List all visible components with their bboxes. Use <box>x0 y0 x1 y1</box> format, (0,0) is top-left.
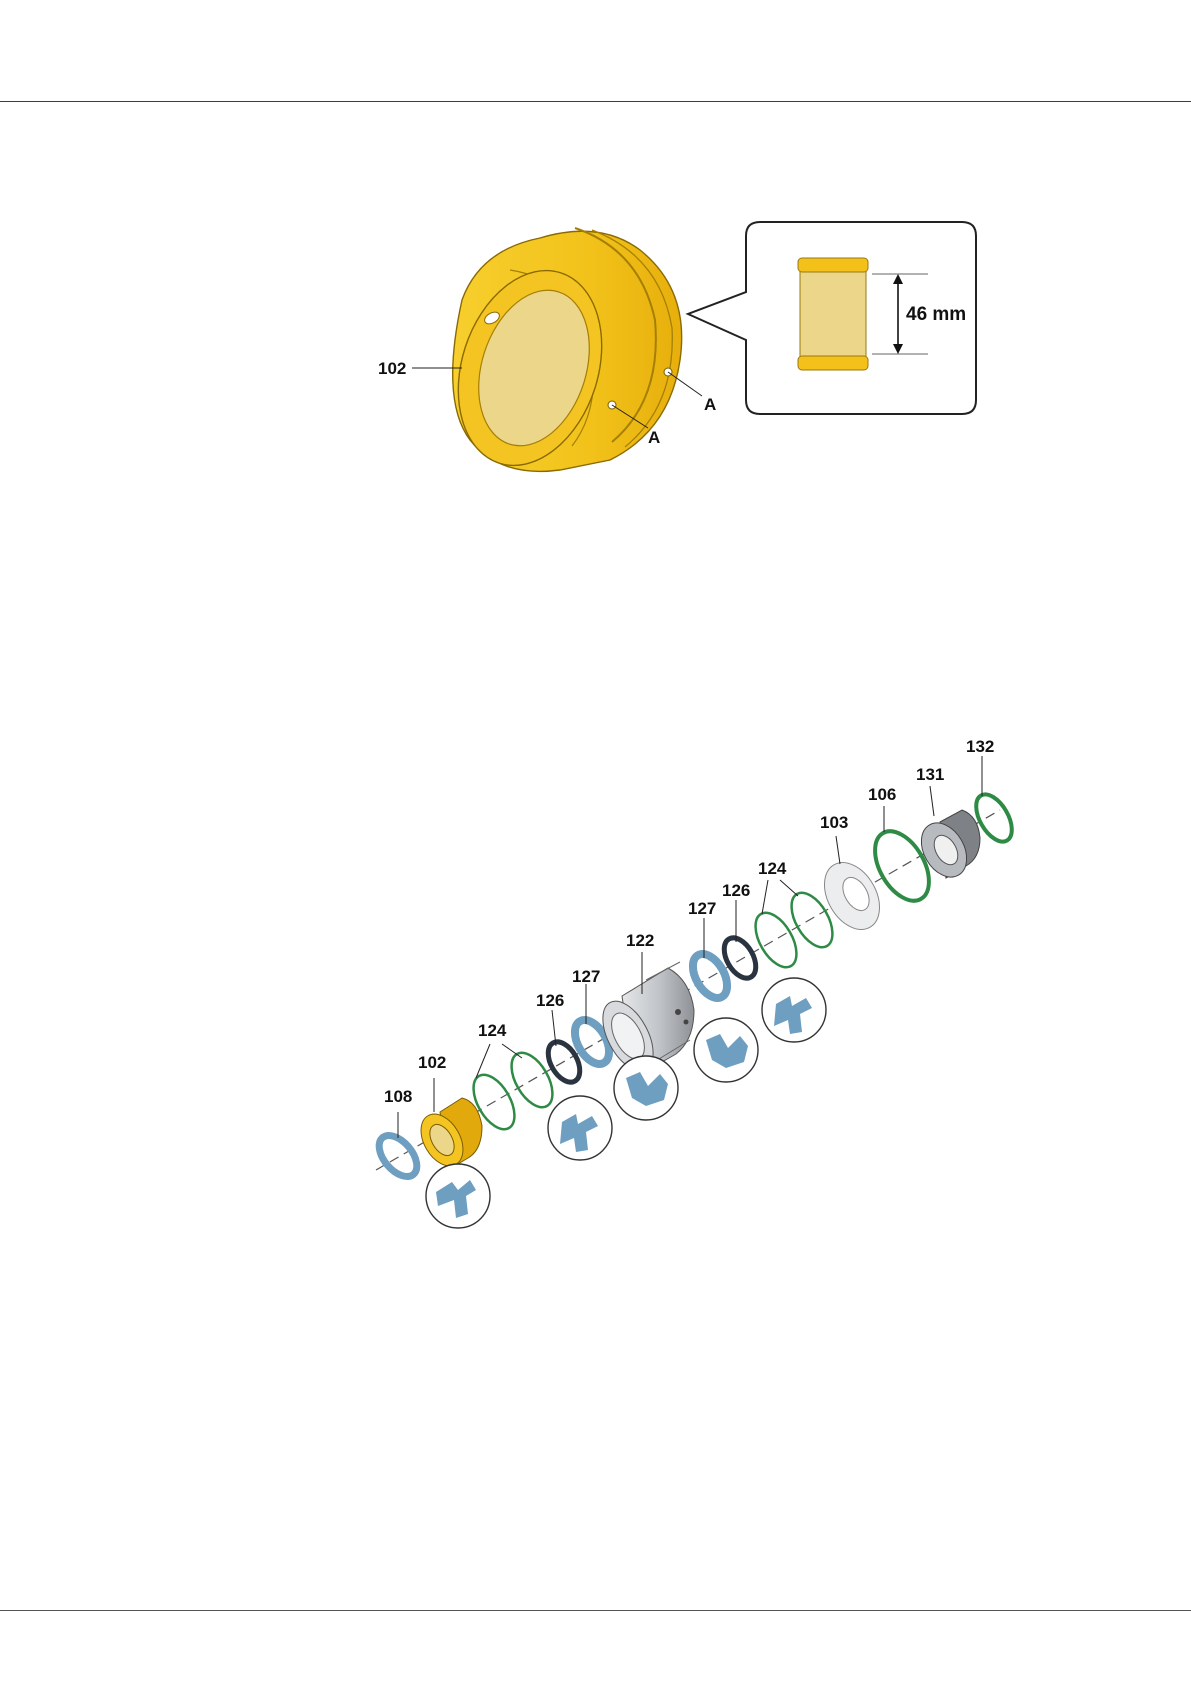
label-a-1: A <box>648 428 660 447</box>
label-132: 132 <box>966 737 994 756</box>
label-102-exploded: 102 <box>418 1053 446 1072</box>
label-103: 103 <box>820 813 848 832</box>
profile-callout-127a <box>614 1056 678 1120</box>
bushing-102-small <box>412 1098 482 1173</box>
label-122: 122 <box>626 931 654 950</box>
label-108: 108 <box>384 1087 412 1106</box>
leaders-exploded <box>398 756 982 1138</box>
label-127-b: 127 <box>688 899 716 918</box>
label-124-a: 124 <box>478 1021 507 1040</box>
label-a-2: A <box>704 395 716 414</box>
bushing-102-illustration <box>434 228 681 484</box>
profile-callout-127b <box>694 1018 758 1082</box>
label-106: 106 <box>868 785 896 804</box>
label-126-a: 126 <box>536 991 564 1010</box>
label-127-a: 127 <box>572 967 600 986</box>
profile-callout-126b <box>762 978 826 1042</box>
dimension-label: 46 mm <box>906 304 966 325</box>
profile-callout-108 <box>426 1164 490 1228</box>
label-131: 131 <box>916 765 944 784</box>
label-102: 102 <box>378 359 406 378</box>
label-126-b: 126 <box>722 881 750 900</box>
label-124-b: 124 <box>758 859 787 878</box>
profile-callout-126a <box>548 1096 612 1160</box>
nut-131 <box>912 810 980 885</box>
